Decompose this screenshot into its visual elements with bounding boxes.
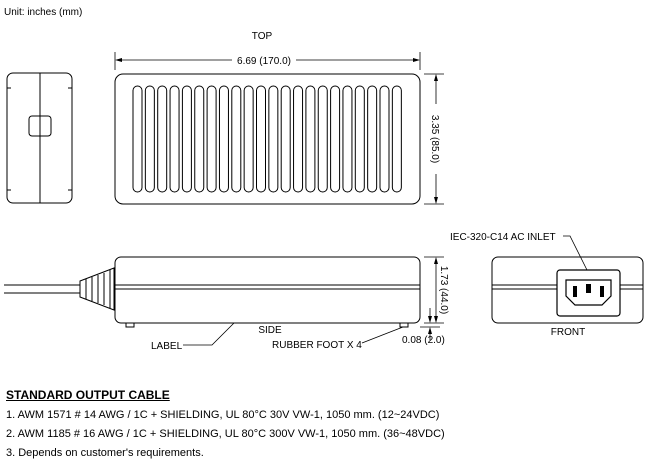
vent-slot xyxy=(305,85,316,193)
foot-dimension-label: 0.08 (2.0) xyxy=(402,335,445,346)
vent-slot xyxy=(144,85,155,193)
label-callout: LABEL xyxy=(151,341,183,352)
label-leader xyxy=(183,322,235,346)
cable-spec-line: 2. AWM 1185 # 16 AWG / 1C + SHIELDING, U… xyxy=(6,428,445,440)
front-view xyxy=(491,256,644,324)
inlet-callout: IEC-320-C14 AC INLET xyxy=(450,232,556,243)
width-dimension xyxy=(424,73,444,205)
rubber-foot-callout: RUBBER FOOT X 4 xyxy=(272,340,362,351)
vent-slot xyxy=(391,85,402,193)
output-cable-spec: STANDARD OUTPUT CABLE 1. AWM 1571 # 14 A… xyxy=(6,388,646,463)
cable-spec-line: 1. AWM 1571 # 14 AWG / 1C + SHIELDING, U… xyxy=(6,409,440,421)
inlet-leader xyxy=(563,235,588,271)
length-dimension-label: 6.69 (170.0) xyxy=(237,56,291,67)
vent-slots xyxy=(132,85,402,193)
cable-spec-title: STANDARD OUTPUT CABLE xyxy=(6,388,170,402)
vent-slot xyxy=(169,85,180,193)
vent-slot xyxy=(354,85,365,193)
height-dimension xyxy=(424,256,444,324)
vent-slot xyxy=(367,85,378,193)
length-dimension xyxy=(114,52,421,70)
top-view xyxy=(114,73,421,205)
ac-inlet xyxy=(556,269,621,317)
height-dimension-label: 1.73 (44.0) xyxy=(438,266,449,314)
strain-relief xyxy=(4,267,115,311)
cable-spec-line: 3. Depends on customer's requirements. xyxy=(6,447,204,459)
rubber-foot-leader xyxy=(361,326,404,344)
output-cable-port xyxy=(28,115,52,137)
foot-dimension xyxy=(420,308,440,340)
vent-slot xyxy=(181,85,192,193)
vent-slot xyxy=(231,85,242,193)
vent-slot xyxy=(132,85,143,193)
vent-slot xyxy=(330,85,341,193)
vent-slot xyxy=(293,85,304,193)
end-view xyxy=(6,72,73,204)
vent-slot xyxy=(194,85,205,193)
unit-note: Unit: inches (mm) xyxy=(4,7,82,18)
vent-slot xyxy=(342,85,353,193)
vent-slot xyxy=(218,85,229,193)
vent-slot xyxy=(268,85,279,193)
front-view-title: FRONT xyxy=(551,327,585,338)
width-dimension-label: 3.35 (85.0) xyxy=(429,115,440,163)
side-view-title: SIDE xyxy=(258,325,282,336)
vent-slot xyxy=(243,85,254,193)
side-view xyxy=(114,256,421,328)
vent-slot xyxy=(157,85,168,193)
vent-slot xyxy=(280,85,291,193)
top-view-title: TOP xyxy=(252,31,273,42)
vent-slot xyxy=(206,85,217,193)
vent-slot xyxy=(379,85,390,193)
vent-slot xyxy=(256,85,266,193)
vent-slot xyxy=(317,85,328,193)
